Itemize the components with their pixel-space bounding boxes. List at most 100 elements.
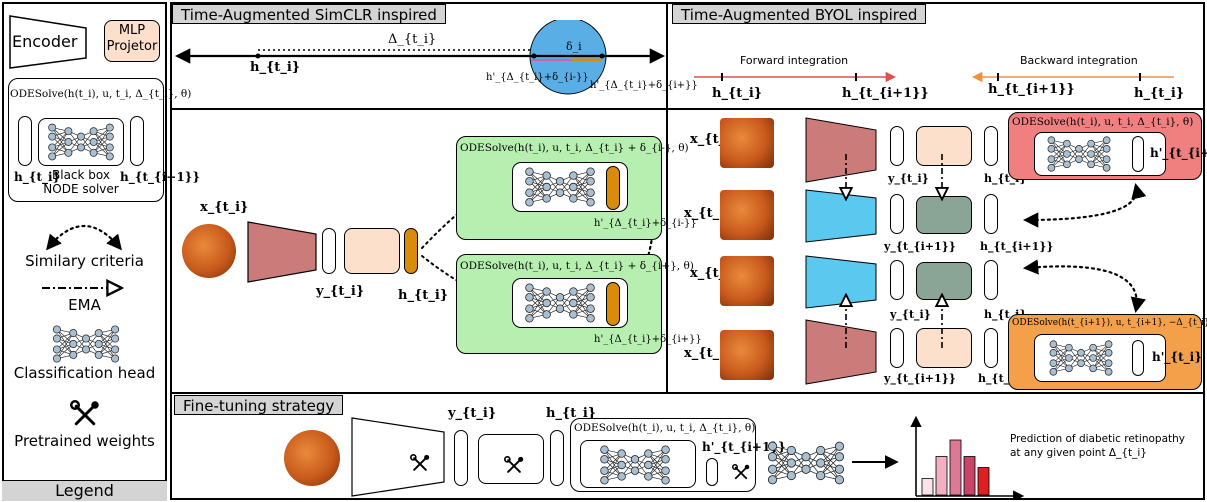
simclr-h-minus: h'_{Δ_{t_i}+δ_{i-}} [486,72,589,83]
mlp-label: MLP Projetor [106,23,158,54]
finetune-output-arrow [852,455,899,469]
byol-title: Time-Augmented BYOL inspired [672,4,927,24]
byol-row1-h-vec [984,126,998,166]
chart-bar-4 [963,456,976,496]
pretrained-weights-icon [70,400,100,430]
simclr-encoder [247,221,317,283]
byol-row2-image [720,190,774,240]
simclr-title: Time-Augmented SimCLR inspired [172,4,446,24]
simclr-h-ti: h_{t_i} [250,60,301,75]
finetune-h-label: h_{t_i} [546,406,597,421]
simclr-h-label: h_{t_i} [398,288,449,303]
forward-label: Forward integration [740,54,849,67]
legend-title: Legend [55,481,114,500]
byol-row2-y-vec [890,194,904,234]
byol-row2-h-vec [984,194,998,234]
similarity-label: Similary criteria [25,252,144,270]
chart-bar-5 [977,467,990,496]
chart-bar-3 [949,439,962,496]
finetune-classification-head [764,440,848,486]
byol-row4-h-vec [984,328,998,368]
simclr-x-ti: x_{t_i} [200,200,249,215]
legend-vec-left [18,116,32,166]
mlp-legend-icon [104,20,160,62]
simclr-h-vec [404,228,418,274]
legend-title-bar [2,480,167,501]
byol-hp-top-label: h'_{t_{i+1}} [1150,146,1207,160]
byol-hp-bottom-vec [1132,340,1144,376]
simclr-hp-top-vec [606,166,620,210]
finetune-hp-vec [706,458,718,486]
byol-row4-encoder [805,319,877,385]
byol-hp-bottom-label: h'_{t_i} [1152,350,1202,364]
legend-nn-box [38,118,124,166]
simclr-ode-bottom-nn-graph [521,282,599,324]
byol-row2-y: y_{t_{i+1}} [884,240,956,253]
legend-black-box-nn [45,121,117,163]
byol-row4-image [720,330,774,380]
pretrained-label: Pretrained weights [14,432,155,450]
finetune-ode-nn-graph [595,444,675,486]
simclr-h-plus: h'_{Δ_{t_i}+δ_{i+}} [590,80,698,91]
finetune-encoder-pretrained-icon [410,454,430,474]
finetune-panel [170,392,1205,500]
legend-panel: Encoder MLP Projetor ODESolve(h(t_i), u,… [2,2,200,501]
byol-arrows [666,154,1147,348]
byol-ode-top-nn [1034,132,1166,176]
byol-row4-y: y_{t_{i+1}} [884,372,956,385]
byol-row1-mlp [916,126,972,166]
byol-row3-y-vec [890,260,904,300]
byol-row3-h-vec [984,260,998,300]
finetune-y-label: y_{t_i} [448,406,497,421]
chart-bar-2 [935,456,948,496]
ema-label: EMA [68,296,101,314]
simclr-hp-top-label: h'_{Δ_{t_i}+δ_{i-}} [594,218,697,229]
simclr-mlp [344,228,400,274]
finetune-y-vec [454,430,468,486]
simclr-hp-bottom-vec [606,282,620,326]
prediction-text: Prediction of diabetic retinopathy at an… [1010,433,1185,459]
backward-h2: h_{t_i} [1134,86,1185,101]
ema-arrow-icon [42,278,138,298]
ode-legend-box [8,78,164,202]
finetune-ode-nn [580,440,696,488]
finetune-fundus-image [284,430,340,486]
byol-row1-encoder [805,117,877,183]
byol-row1-y-vec [890,126,904,166]
prediction-bar-chart [910,415,1025,500]
byol-row3-image [720,256,774,306]
byol-row4-mlp [916,328,972,368]
chart-bar-1 [921,478,934,496]
finetune-h-vec [550,430,564,486]
encoder-label: Encoder [12,32,78,51]
finetune-title: Fine-tuning strategy [174,395,344,415]
finetune-encoder [351,417,445,497]
finetune-mlp-pretrained-icon [504,456,524,476]
finetune-ode-pretrained-icon [732,464,750,482]
byol-ode-bottom-nn [1034,334,1166,382]
byol-hp-top-vec [1132,136,1144,172]
black-box-label: Black box NODE solver [43,168,119,196]
legend-h-ti: h_{t_i} [14,170,61,184]
backward-h1: h_{t_{i+1}} [988,82,1075,97]
finetune-hp-label: h'_{t_{i+1}} [702,440,786,454]
byol-ode-bottom-label: ODESolve(h(t_{i+1}), u, t_{i+1}, −Δ_{t_i… [1012,318,1207,328]
byol-row3-y: y_{t_i} [890,308,931,321]
finetune-mlp [478,434,544,484]
simclr-delta-i: δ_i [566,40,582,53]
byol-row2-h: h_{t_{i+1}} [980,240,1054,253]
byol-row3-encoder [805,255,877,309]
byol-row1-image [720,118,774,168]
finetune-ode-label: ODESolve(h(t_i), u, t_i, Δ_{t_i}, θ) [574,422,756,434]
similarity-arc-icon [46,224,122,251]
forward-h1: h_{t_i} [712,86,763,101]
simclr-ode-bottom-label: ODESolve(h(t_i), u, t_i, Δ_{t_i} + δ_{i+… [460,260,694,272]
legend-h-ti1: h_{t_{i+1}} [120,170,201,184]
simclr-hp-bottom-label: h'_{Δ_{t_i}+δ_{i+}} [594,334,702,345]
backward-label: Backward integration [1020,54,1138,67]
simclr-ode-top-label: ODESolve(h(t_i), u, t_i, Δ_{t_i} + δ_{i-… [460,142,689,154]
simclr-fundus-image [182,224,236,278]
classification-head-icon [46,324,126,364]
byol-row2-head [916,196,972,234]
legend-vec-right [130,116,144,166]
